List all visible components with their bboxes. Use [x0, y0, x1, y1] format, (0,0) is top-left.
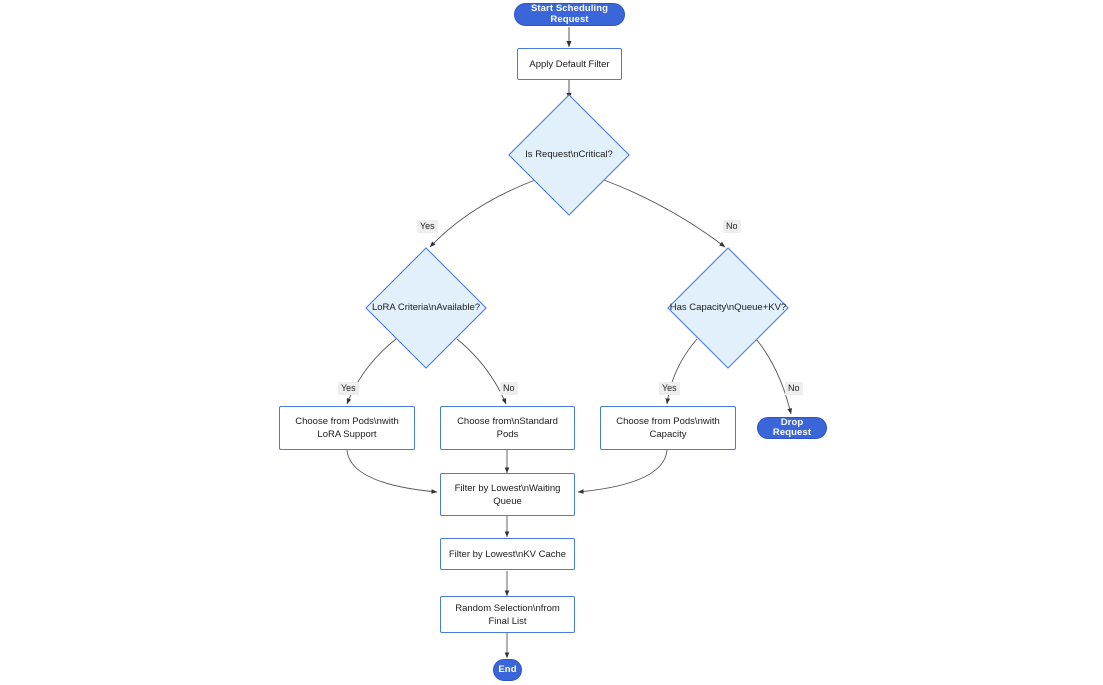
node-start-label: Start Scheduling Request	[530, 3, 609, 25]
node-start[interactable]: Start Scheduling Request	[514, 3, 625, 26]
edge-label-critical-no: No	[723, 220, 741, 233]
node-apply-default-filter-label: Apply Default Filter	[529, 58, 610, 70]
edge-label-lora-yes: Yes	[338, 382, 359, 395]
edge-label-text: Yes	[341, 383, 356, 393]
edge-label-text: No	[788, 383, 800, 393]
edge-label-text: Yes	[420, 221, 435, 231]
node-is-request-critical[interactable]: Is Request\nCritical?	[508, 94, 630, 216]
node-filter-kv-cache[interactable]: Filter by Lowest\nKV Cache	[440, 538, 575, 570]
node-is-request-critical-label: Is Request\nCritical?	[525, 149, 613, 160]
node-drop-request[interactable]: Drop Request	[757, 417, 827, 439]
node-choose-standard-pods[interactable]: Choose from\nStandard Pods	[440, 406, 575, 450]
node-lora-criteria-available-label: LoRA Criteria\nAvailable?	[371, 302, 481, 313]
node-choose-standard-pods-line2: Pods	[496, 429, 519, 440]
node-has-capacity[interactable]: Has Capacity\nQueue+KV?	[667, 247, 789, 369]
node-choose-lora-pods-line1: Choose from Pods\nwith	[295, 416, 399, 427]
node-end-label: End	[498, 663, 517, 675]
node-apply-default-filter[interactable]: Apply Default Filter	[517, 48, 622, 80]
node-random-selection[interactable]: Random Selection\nfrom Final List	[440, 596, 575, 633]
node-choose-lora-pods[interactable]: Choose from Pods\nwith LoRA Support	[279, 406, 415, 450]
node-filter-kv-cache-label: Filter by Lowest\nKV Cache	[448, 548, 567, 560]
edge-label-text: No	[726, 221, 738, 231]
edge-label-text: Yes	[662, 383, 677, 393]
node-choose-standard-pods-line1: Choose from\nStandard	[457, 416, 558, 427]
node-choose-capacity-pods[interactable]: Choose from Pods\nwith Capacity	[600, 406, 736, 450]
node-filter-waiting-queue[interactable]: Filter by Lowest\nWaiting Queue	[440, 473, 575, 516]
node-has-capacity-label: Has Capacity\nQueue+KV?	[669, 302, 787, 313]
edge-lora-pods-to-filter-queue	[346, 449, 438, 494]
edge-capacity-pods-to-filter-queue	[577, 449, 668, 494]
edge-label-critical-yes: Yes	[417, 220, 438, 233]
node-drop-request-label: Drop Request	[772, 416, 812, 438]
node-random-selection-line1: Random Selection\nfrom	[455, 602, 560, 614]
node-filter-waiting-queue-line2: Queue	[493, 495, 522, 507]
edge-label-capacity-no: No	[785, 382, 803, 395]
node-choose-capacity-pods-line1: Choose from Pods\nwith	[616, 416, 720, 427]
edge-label-lora-no: No	[500, 382, 518, 395]
node-choose-capacity-pods-line2: Capacity	[649, 429, 687, 440]
node-end[interactable]: End	[493, 659, 522, 681]
edge-label-text: No	[503, 383, 515, 393]
node-filter-waiting-queue-line1: Filter by Lowest\nWaiting	[454, 482, 561, 494]
edge-label-capacity-yes: Yes	[659, 382, 680, 395]
node-choose-lora-pods-line2: LoRA Support	[317, 429, 377, 440]
node-lora-criteria-available[interactable]: LoRA Criteria\nAvailable?	[365, 247, 487, 369]
node-random-selection-line2: Final List	[488, 615, 527, 627]
